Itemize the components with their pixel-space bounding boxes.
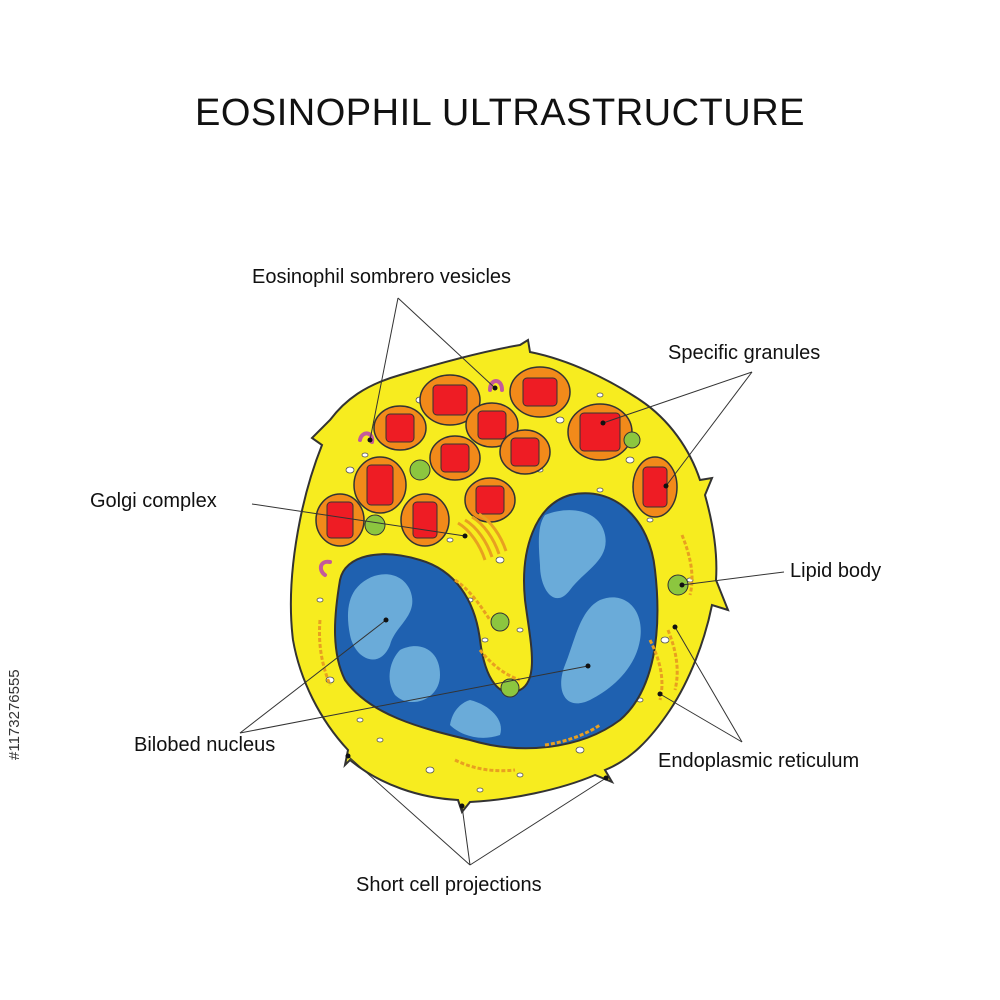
leader-lines — [239, 297, 785, 866]
granule — [429, 435, 481, 481]
nucleus-chromatin — [347, 510, 641, 738]
leader-sombrero-2 — [397, 297, 496, 389]
leader-projection-1 — [347, 755, 471, 866]
granule — [567, 403, 633, 461]
leader-sombrero-1 — [369, 297, 399, 441]
leader-golgi — [251, 503, 466, 537]
granule — [632, 456, 678, 518]
granule — [400, 493, 450, 547]
label-specific-granules: Specific granules — [668, 342, 821, 364]
label-lipid-body: Lipid body — [790, 560, 882, 582]
leader-projection-2 — [461, 805, 471, 866]
leader-nucleus-2 — [239, 665, 589, 734]
label-short-cell-projections: Short cell projections — [356, 874, 542, 896]
leader-dots — [345, 385, 685, 809]
granule — [353, 456, 407, 514]
label-golgi-complex: Golgi complex — [90, 490, 217, 512]
page-title: EOSINOPHIL ULTRASTRUCTURE — [194, 92, 806, 134]
leader-er-1 — [674, 626, 743, 743]
granule — [499, 429, 551, 475]
granule — [465, 402, 519, 448]
leader-specific-1 — [602, 371, 753, 424]
leader-lipid — [681, 571, 785, 586]
granule — [315, 493, 365, 547]
leader-specific-2 — [665, 371, 753, 487]
lipid-bodies — [364, 431, 689, 698]
label-endoplasmic-reticulum: Endoplasmic reticulum — [658, 750, 860, 772]
granule — [464, 477, 516, 523]
specific-granules — [315, 366, 678, 547]
leader-nucleus-1 — [239, 619, 387, 734]
granule — [509, 366, 571, 418]
stock-id: #1173276555 — [6, 669, 23, 760]
golgi-complex — [457, 512, 508, 561]
leader-er-2 — [659, 693, 743, 743]
granule — [419, 374, 481, 426]
label-sombrero-vesicles: Eosinophil sombrero vesicles — [252, 266, 512, 288]
label-bilobed-nucleus: Bilobed nucleus — [134, 734, 276, 756]
granule — [373, 405, 427, 451]
leader-projection-3 — [469, 777, 607, 866]
